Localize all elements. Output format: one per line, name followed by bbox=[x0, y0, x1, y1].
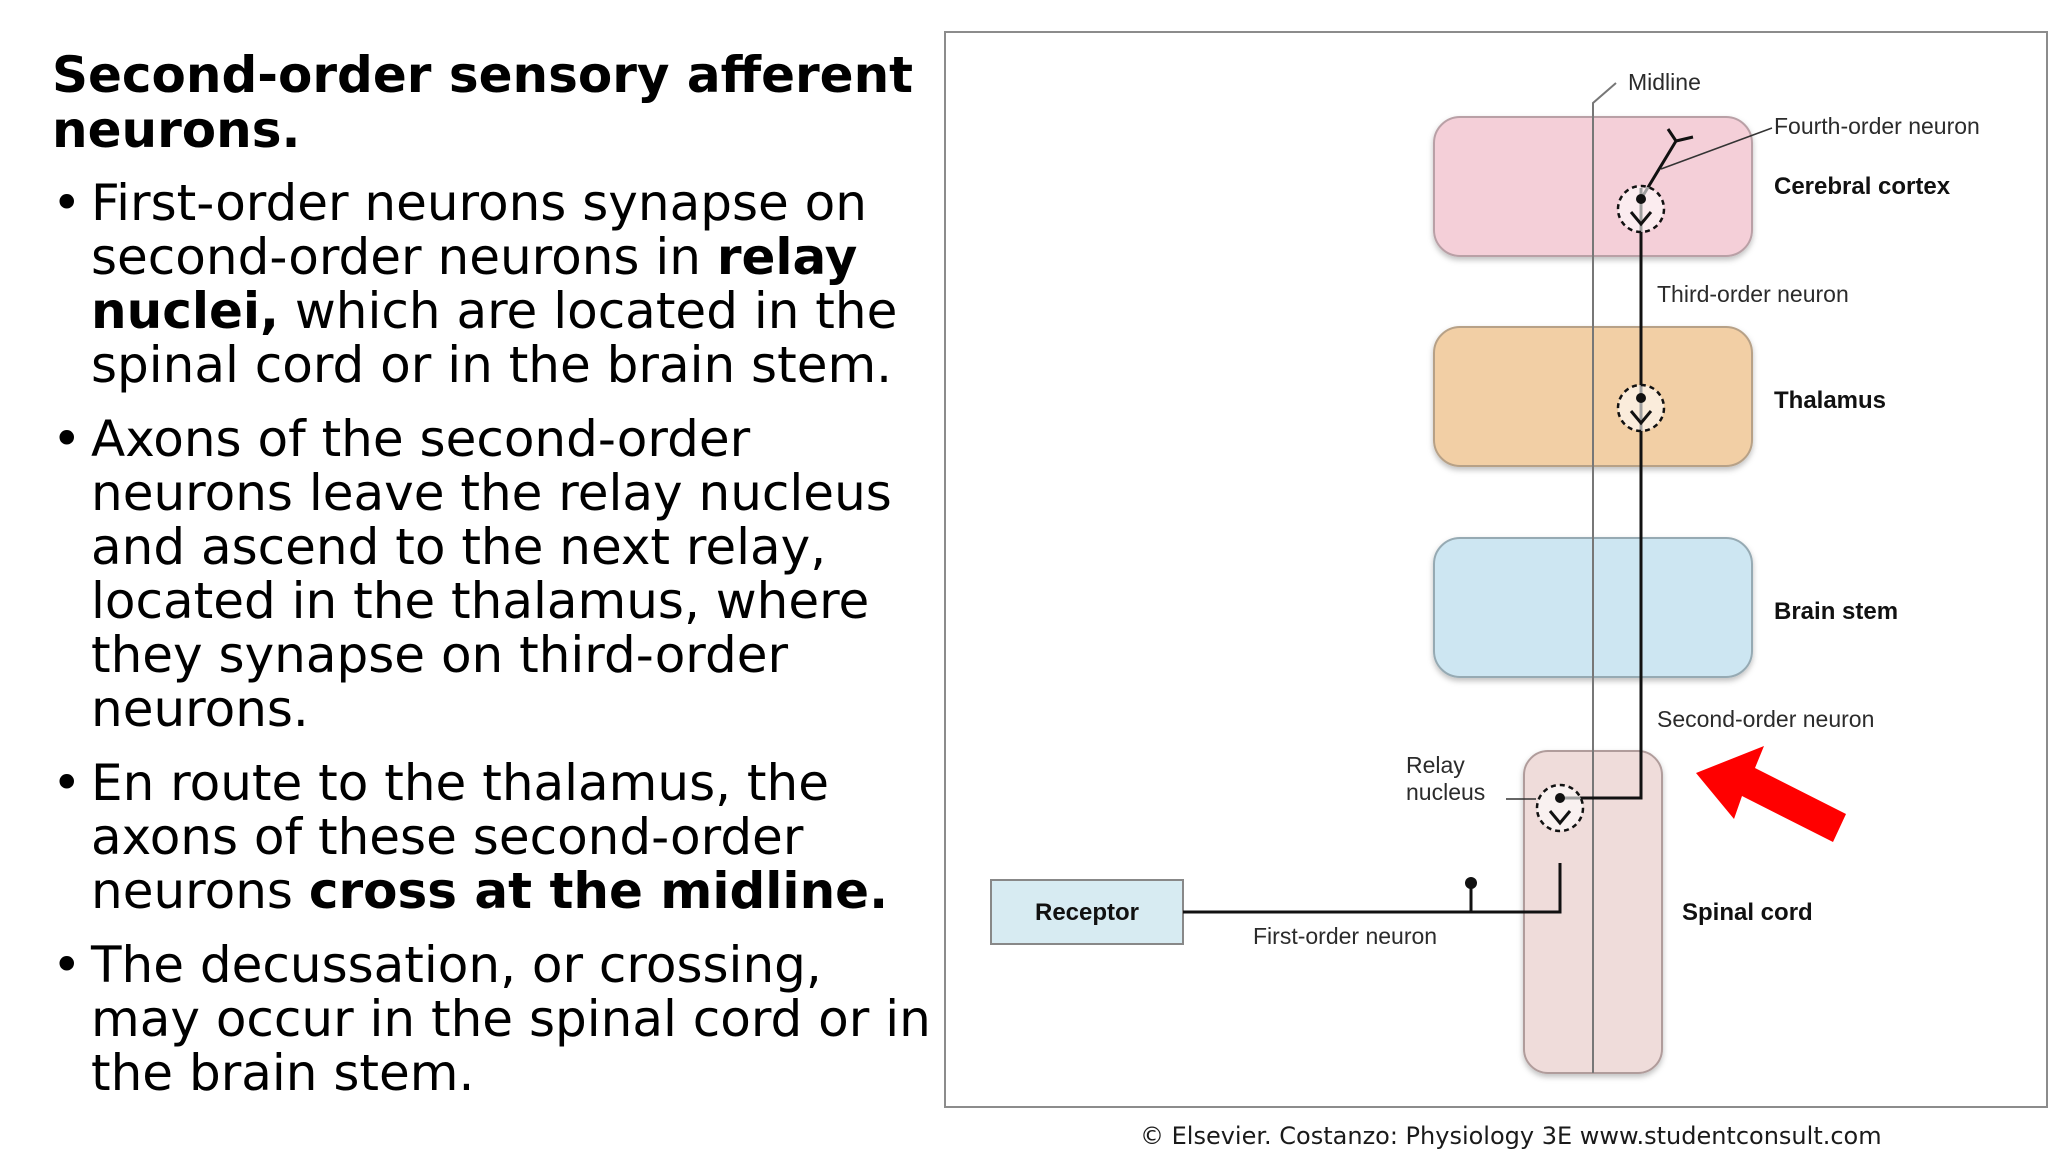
bullet-item: •En route to the thalamus, the axons of … bbox=[52, 756, 932, 918]
third-order-neuron-label: Third-order neuron bbox=[1657, 281, 1849, 307]
bullet-item: •Axons of the second-order neurons leave… bbox=[52, 412, 932, 736]
second-order-neuron-label: Second-order neuron bbox=[1657, 706, 1874, 732]
thalamus-label: Thalamus bbox=[1774, 387, 1886, 414]
synapse-relay-nucleus bbox=[1535, 783, 1585, 833]
relay-label-line1: Relay bbox=[1406, 752, 1465, 778]
figure-credit: © Elsevier. Costanzo: Physiology 3E www.… bbox=[1140, 1122, 1882, 1150]
bullet-list: •First-order neurons synapse on second-o… bbox=[52, 176, 932, 1120]
synapse-cortex bbox=[1616, 184, 1666, 234]
red-arrow-annotation bbox=[1696, 746, 1846, 842]
sensory-pathway-figure: Midline Fourth-order neuron Cerebral cor… bbox=[944, 31, 2048, 1108]
fourth-order-neuron-label: Fourth-order neuron bbox=[1774, 113, 1980, 139]
receptor-label: Receptor bbox=[1035, 899, 1139, 926]
bullet-text: First-order neurons synapse on second-or… bbox=[91, 174, 867, 286]
sensory-pathway-diagram: Midline Fourth-order neuron Cerebral cor… bbox=[990, 69, 1980, 1074]
bullet-text: En route to the thalamus, the axons of t… bbox=[91, 754, 829, 920]
bullet-text: The decussation, or crossing, may occur … bbox=[91, 936, 931, 1102]
bullet-item: •First-order neurons synapse on second-o… bbox=[52, 176, 932, 392]
bullet-text: Axons of the second-order neurons leave … bbox=[91, 410, 892, 738]
midline-line bbox=[1592, 82, 1617, 1073]
bullet-marker: • bbox=[52, 936, 82, 994]
slide-title: Second-order sensory afferent neurons. bbox=[52, 46, 914, 159]
brain-stem-label: Brain stem bbox=[1774, 598, 1898, 625]
spinal-cord-label: Spinal cord bbox=[1682, 899, 1813, 926]
bullet-marker: • bbox=[52, 754, 82, 812]
bullet-item: •The decussation, or crossing, may occur… bbox=[52, 938, 932, 1100]
synapse-thalamus bbox=[1616, 383, 1666, 433]
cerebral-cortex-label: Cerebral cortex bbox=[1774, 173, 1951, 200]
bullet-marker: • bbox=[52, 410, 82, 468]
second-order-neuron-axon bbox=[1560, 188, 1643, 800]
fourth-order-leader-line bbox=[1660, 127, 1773, 170]
bullet-marker: • bbox=[52, 174, 82, 232]
bullet-emphasis: relay nuclei, bbox=[91, 228, 858, 340]
first-order-neuron-cell-body bbox=[1465, 877, 1477, 889]
bullet-emphasis: cross at the midline. bbox=[308, 862, 889, 920]
first-order-neuron-label: First-order neuron bbox=[1253, 923, 1437, 949]
bullet-text: which are located in the spinal cord or … bbox=[91, 282, 898, 394]
receptor-box bbox=[990, 879, 1184, 945]
relay-label-line2: nucleus bbox=[1406, 779, 1485, 805]
first-order-neuron-axon bbox=[1183, 863, 1562, 914]
midline-label: Midline bbox=[1628, 69, 1701, 95]
